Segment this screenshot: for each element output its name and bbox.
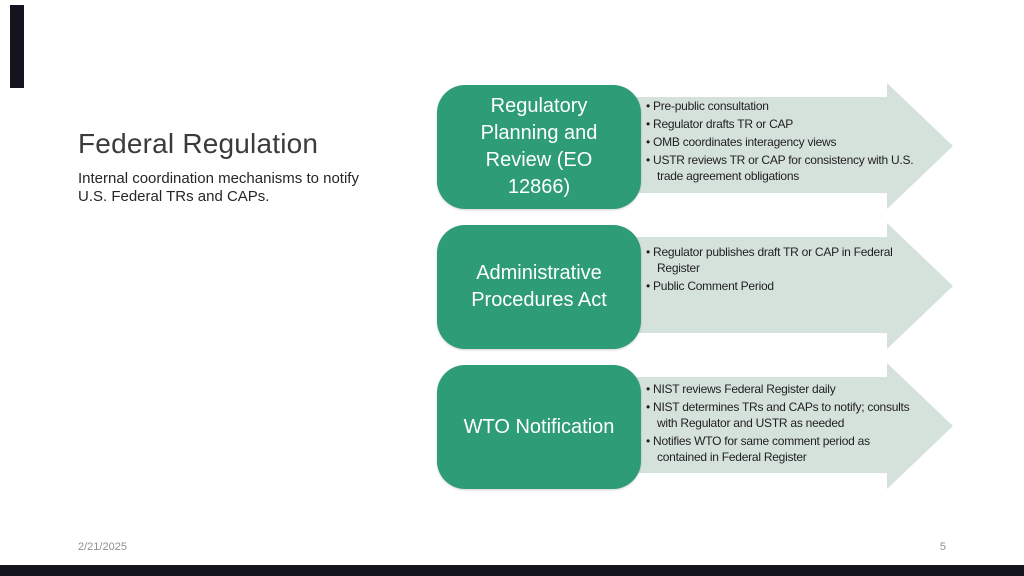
slide-title: Federal Regulation <box>78 128 319 159</box>
process-step-wto-notification: NIST reviews Federal Register daily NIST… <box>0 363 1024 495</box>
step-bullets: Pre-public consultation Regulator drafts… <box>646 98 916 186</box>
bottom-accent-bar <box>0 565 1024 576</box>
process-step-administrative-procedures: Regulator publishes draft TR or CAP in F… <box>0 223 1024 355</box>
top-left-accent-bar <box>10 5 24 88</box>
bullet-item: Notifies WTO for same comment period as … <box>646 433 916 465</box>
process-box: Administrative Procedures Act <box>437 225 641 349</box>
slide-date: 2/21/2025 <box>78 541 127 553</box>
bullet-item: Pre-public consultation <box>646 98 916 114</box>
process-box-label: Regulatory Planning and Review (EO 12866… <box>480 95 598 198</box>
bullet-item: NIST reviews Federal Register daily <box>646 381 916 397</box>
step-bullets: Regulator publishes draft TR or CAP in F… <box>646 244 916 296</box>
bullet-item: OMB coordinates interagency views <box>646 134 916 150</box>
process-box-label: Administrative Procedures Act <box>471 262 607 311</box>
title-block: Federal Regulation Internal coordination… <box>78 128 408 206</box>
bullet-item: NIST determines TRs and CAPs to notify; … <box>646 399 916 431</box>
bullet-item: USTR reviews TR or CAP for consistency w… <box>646 152 916 184</box>
slide-page-number: 5 <box>939 541 946 553</box>
slide-subtitle: Internal coordination mechanisms to noti… <box>78 170 359 205</box>
process-step-regulatory-planning: Pre-public consultation Regulator drafts… <box>0 83 1024 215</box>
bullet-item: Public Comment Period <box>646 278 916 294</box>
bullet-item: Regulator publishes draft TR or CAP in F… <box>646 244 916 276</box>
process-box: Regulatory Planning and Review (EO 12866… <box>437 85 641 209</box>
step-bullets: NIST reviews Federal Register daily NIST… <box>646 381 916 467</box>
process-box-label: WTO Notification <box>463 415 615 438</box>
process-box: WTO Notification <box>437 365 641 489</box>
bullet-item: Regulator drafts TR or CAP <box>646 116 916 132</box>
